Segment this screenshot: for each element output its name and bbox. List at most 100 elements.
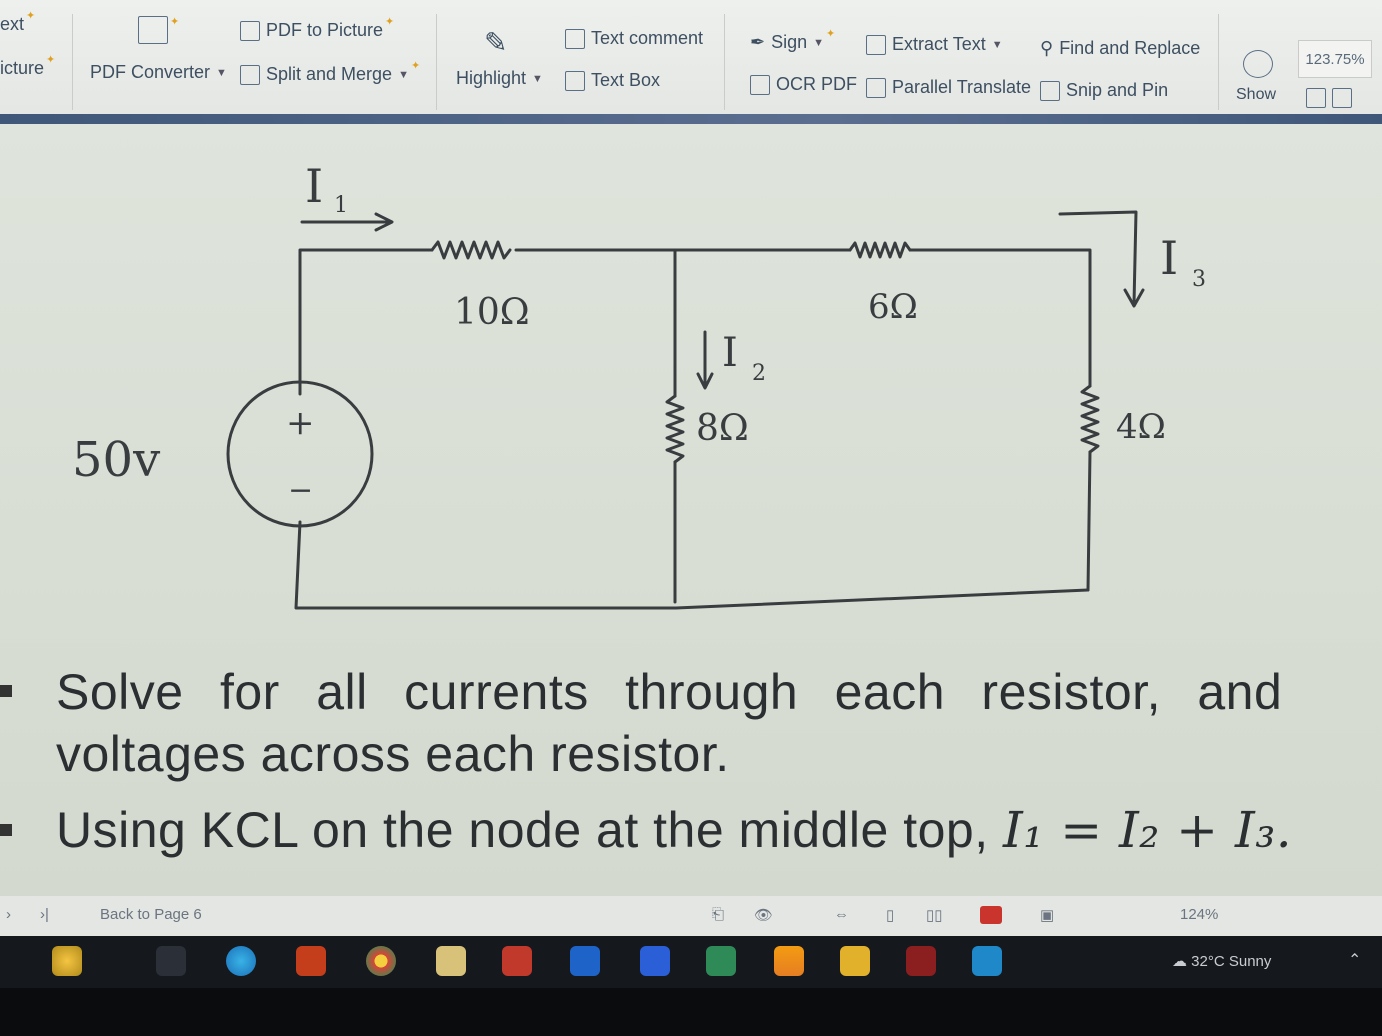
play-icon: [1243, 50, 1273, 78]
wire-bottom: [294, 520, 1090, 610]
single-page-view-icon[interactable]: ▯: [886, 907, 895, 924]
resistor-10: [430, 240, 512, 260]
sign-pen-icon: ✒: [750, 32, 766, 52]
translate-icon: [866, 77, 886, 98]
resistor-6: [848, 241, 912, 259]
highlight-icon-wrap[interactable]: ✎: [484, 26, 507, 59]
zoom-level[interactable]: 124%: [1180, 906, 1219, 923]
pdf-to-picture-button[interactable]: PDF to Picture✦: [240, 16, 398, 41]
eye-icon[interactable]: 👁: [754, 907, 774, 924]
vlc-icon[interactable]: [774, 946, 804, 976]
r1-label: 10Ω: [454, 292, 530, 333]
powerpoint-icon[interactable]: [296, 946, 326, 976]
last-page-icon[interactable]: ›|: [40, 906, 49, 923]
resistor-8: [665, 394, 685, 464]
file-explorer-icon[interactable]: [436, 946, 466, 976]
edge-browser-icon[interactable]: [226, 946, 256, 976]
ocr-pdf-button[interactable]: OCR PDF: [750, 74, 857, 95]
chevron-up-icon[interactable]: ⌃: [1348, 952, 1362, 969]
text-box-button[interactable]: Text Box: [565, 70, 660, 91]
i1-arrow: [300, 212, 394, 232]
i3-arrow: [1058, 210, 1145, 308]
store-icon[interactable]: [640, 946, 670, 976]
snip-pin-button[interactable]: Snip and Pin: [1040, 80, 1168, 101]
extract-text-label: Extract Text: [892, 34, 986, 54]
find-replace-label: Find and Replace: [1059, 38, 1201, 58]
page-nav-icon[interactable]: ⎗: [712, 906, 725, 923]
monitor-bezel: [0, 988, 1382, 1036]
play-slideshow-icon[interactable]: [980, 906, 1002, 924]
instruction-line-2: voltages across each resistor.: [56, 726, 730, 782]
parallel-translate-label: Parallel Translate: [892, 77, 1032, 97]
text-comment-button[interactable]: Text comment: [565, 28, 703, 49]
zoom-field[interactable]: 123.75%: [1298, 40, 1372, 78]
viewer-status-bar: › ›| Back to Page 6 ⎗ 👁 ⇔ ▯ ▯▯ ▣ 124%: [0, 896, 1382, 936]
document-page: I 1 10Ω I 2 8Ω 6Ω I 3 4Ω 50v + − Solve f…: [0, 124, 1382, 896]
netflix-icon[interactable]: [906, 946, 936, 976]
separator: [436, 14, 437, 110]
i2-subscript: 2: [752, 361, 766, 386]
extract-text-icon: [866, 34, 886, 55]
instruction-line-1: Solve for all currents through each resi…: [56, 664, 1283, 720]
wire-right-lower: [1086, 450, 1092, 592]
pdf-converter-button[interactable]: PDF Converter ▼: [90, 62, 227, 83]
i1-label: I: [305, 159, 323, 213]
resistor-4: [1080, 384, 1100, 454]
wps-office-icon[interactable]: [502, 946, 532, 976]
i3-subscript: 3: [1192, 267, 1206, 292]
weather-text: 32°C Sunny: [1191, 953, 1272, 970]
ribbon-toolbar: ext✦ icture✦ ✦ PDF Converter ▼ PDF to Pi…: [0, 0, 1382, 122]
separator: [724, 14, 725, 110]
calculator-icon[interactable]: [706, 946, 736, 976]
reading-mode-icon[interactable]: ▣: [1040, 907, 1055, 924]
fit-page-icon: [1332, 88, 1352, 108]
i2-label: I: [722, 330, 738, 376]
next-page-icon[interactable]: ›: [6, 906, 11, 923]
chevron-down-icon: ▼: [398, 68, 409, 81]
snip-pin-label: Snip and Pin: [1066, 80, 1169, 100]
highlight-label: Highlight: [456, 68, 527, 88]
text-comment-label: Text comment: [591, 28, 704, 48]
page-view-controls[interactable]: [1306, 88, 1352, 108]
circuit-diagram: I 1 10Ω I 2 8Ω 6Ω I 3 4Ω 50v + −: [72, 159, 1206, 610]
windows-taskbar: ☁ 32°C Sunny ⌃: [0, 936, 1382, 988]
folder-icon[interactable]: [840, 946, 870, 976]
extract-text-button[interactable]: Extract Text ▼: [866, 34, 1003, 55]
show-icon-wrap[interactable]: [1243, 50, 1273, 78]
play-store-icon[interactable]: [972, 946, 1002, 976]
ocr-icon: [750, 74, 770, 95]
kcl-equation: I₁ = I₂ + I₃.: [1003, 801, 1293, 859]
r3-label: 6Ω: [868, 287, 918, 327]
kcl-text: Using KCL on the node at the middle top,: [56, 802, 1004, 858]
pdf-converter-label: PDF Converter: [90, 62, 211, 82]
highlight-button[interactable]: Highlight ▼: [456, 68, 543, 89]
bullet-marker: [0, 685, 12, 697]
show-label: Show: [1236, 86, 1277, 103]
split-merge-icon: [240, 64, 260, 85]
weather-widget[interactable]: ☁ 32°C Sunny: [1172, 952, 1271, 970]
show-button[interactable]: Show: [1236, 86, 1276, 104]
pdf-converter-icon-wrap[interactable]: ✦: [138, 16, 183, 44]
back-to-page-link[interactable]: Back to Page 6: [100, 906, 202, 923]
split-merge-button[interactable]: Split and Merge ▼✦: [240, 60, 424, 85]
ocr-pdf-label: OCR PDF: [776, 74, 857, 94]
task-view-icon[interactable]: [156, 946, 186, 976]
pdf-to-picture-label: PDF to Picture: [266, 20, 384, 40]
r2-label: 8Ω: [696, 408, 749, 449]
tool-col0-top-label: ext: [0, 14, 25, 34]
instruction-line-3: Using KCL on the node at the middle top,…: [56, 800, 1292, 860]
double-page-view-icon[interactable]: ▯▯: [926, 907, 943, 924]
to-picture-label: icture: [0, 58, 45, 78]
widgets-icon[interactable]: [52, 946, 82, 976]
to-picture-button[interactable]: icture✦: [0, 54, 56, 78]
find-replace-button[interactable]: ⚲ Find and Replace: [1040, 38, 1200, 59]
i1-subscript: 1: [334, 193, 348, 218]
parallel-translate-button[interactable]: Parallel Translate: [866, 77, 1031, 98]
fit-width-icon[interactable]: ⇔: [834, 906, 849, 923]
tool-col0-top[interactable]: ext✦: [0, 10, 36, 34]
chrome-icon[interactable]: [366, 946, 396, 976]
outlook-icon[interactable]: [570, 946, 600, 976]
voltage-source-circle: [226, 380, 374, 528]
snip-icon: [1040, 80, 1060, 101]
sign-button[interactable]: ✒ Sign ▼✦: [750, 28, 836, 52]
